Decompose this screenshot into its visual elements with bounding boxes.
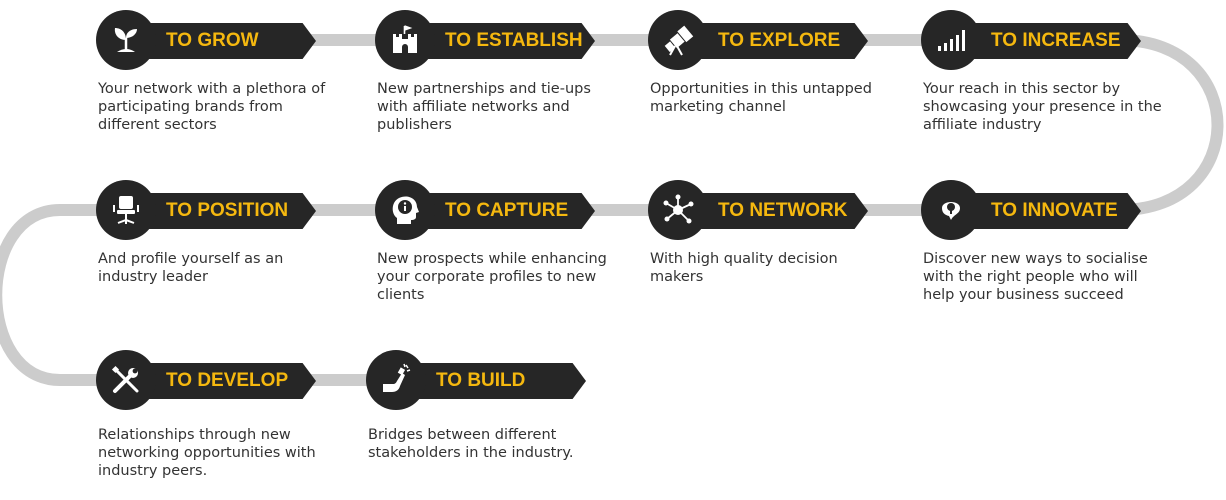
office-chair-icon	[96, 180, 156, 240]
ribbon	[394, 363, 586, 399]
step-banner: TO GROW	[96, 10, 316, 70]
ribbon	[124, 363, 316, 399]
step-description: With high quality decision makers	[650, 251, 838, 285]
hand-hammer-icon	[366, 350, 426, 410]
step-description: Your network with a plethora of particip…	[98, 81, 326, 133]
ribbon	[403, 23, 595, 59]
step-title: TO EXPLORE	[718, 30, 841, 51]
step-description: And profile yourself as an industry lead…	[98, 251, 284, 285]
ribbon	[124, 193, 316, 229]
ribbon	[676, 23, 868, 59]
step-description: Bridges between different stakeholders i…	[368, 427, 574, 461]
step-description: Opportunities in this untapped marketing…	[650, 81, 872, 115]
head-info-icon	[375, 180, 435, 240]
network-nodes-icon	[648, 180, 708, 240]
ribbon	[124, 23, 316, 59]
ribbon	[676, 193, 868, 229]
wrench-screwdriver-icon	[96, 350, 156, 410]
sprout-icon	[96, 10, 156, 70]
step-banner: TO INNOVATE	[921, 180, 1141, 240]
step-banner: TO DEVELOP	[96, 350, 316, 410]
step-description: New partnerships and tie-ups with affili…	[377, 81, 591, 133]
step-title: TO DEVELOP	[166, 370, 289, 391]
ribbon	[949, 193, 1141, 229]
step-banner: TO NETWORK	[648, 180, 868, 240]
step-banner: TO BUILD	[366, 350, 586, 410]
step-title: TO INCREASE	[991, 30, 1121, 51]
castle-icon	[375, 10, 435, 70]
step-description: Discover new ways to socialise with the …	[923, 251, 1148, 303]
step-description: Relationships through new networking opp…	[98, 427, 316, 479]
step-banner: TO POSITION	[96, 180, 316, 240]
lightbulb-icon	[921, 180, 981, 240]
step-title: TO INNOVATE	[991, 200, 1118, 221]
step-banner: TO INCREASE	[921, 10, 1141, 70]
step-description: Your reach in this sector by showcasing …	[923, 81, 1162, 133]
step-title: TO ESTABLISH	[445, 30, 583, 51]
ribbon	[949, 23, 1141, 59]
step-description: New prospects while enhancing your corpo…	[377, 251, 607, 303]
ribbon	[403, 193, 595, 229]
step-title: TO POSITION	[166, 200, 289, 221]
step-banner: TO ESTABLISH	[375, 10, 595, 70]
step-title: TO NETWORK	[718, 200, 848, 221]
step-banner: TO EXPLORE	[648, 10, 868, 70]
signal-bars-icon	[921, 10, 981, 70]
step-title: TO GROW	[166, 30, 259, 51]
step-title: TO CAPTURE	[445, 200, 569, 221]
step-banner: TO CAPTURE	[375, 180, 595, 240]
telescope-icon	[648, 10, 708, 70]
step-title: TO BUILD	[436, 370, 526, 391]
